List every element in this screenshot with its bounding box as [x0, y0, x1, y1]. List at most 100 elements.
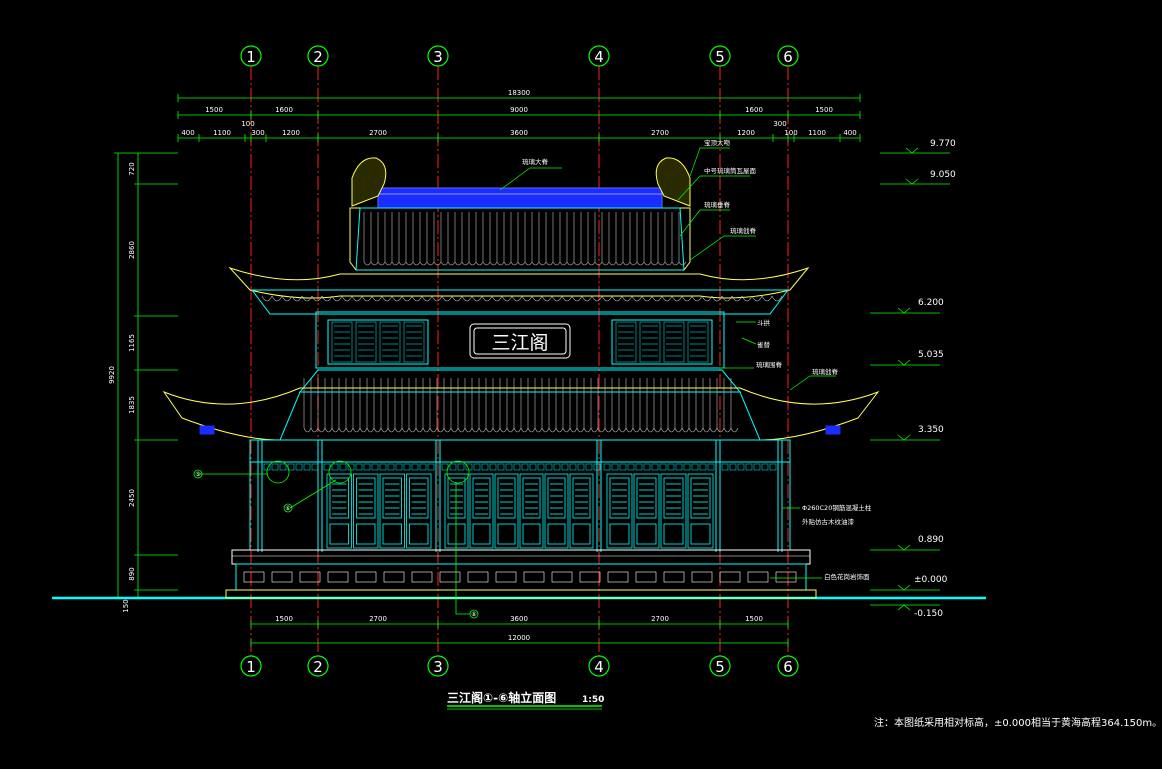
axis-bubble-bottom-4 [588, 655, 610, 677]
dim-left-2: 2860 [128, 241, 136, 259]
dim-top-r3-1: 400 [181, 129, 194, 137]
axis-label-top-4: 4 [594, 48, 604, 66]
dim-top-r3-5: 1200 [282, 129, 300, 137]
dim-top-r3-10: 300 [773, 120, 786, 128]
dim-top-r3-13: 400 [843, 129, 856, 137]
dim-top-r3-11: 100 [784, 129, 797, 137]
axis-label-bottom-3: 3 [433, 658, 443, 676]
axis-bubble-top-6 [777, 45, 799, 67]
callout-column-finish: 外贴仿古木纹油漆 [802, 517, 855, 526]
ridge-ornament-right [655, 157, 691, 207]
dim-bottom-5: 1500 [745, 615, 763, 623]
dim-top-overall: 18300 [508, 89, 530, 97]
axis-bubbles [240, 45, 799, 677]
axis-bubble-bottom-1 [240, 655, 262, 677]
name-plaque [469, 323, 571, 359]
axis-lines [250, 66, 789, 656]
dim-bottom-overall: 12000 [508, 634, 530, 642]
dim-top-r2-3: 9000 [510, 106, 528, 114]
elev-5035: 5.035 [918, 350, 944, 360]
axis-bubble-top-4 [588, 45, 610, 67]
dim-top-r3-3: 100 [241, 120, 254, 128]
axis-label-bottom-2: 2 [313, 658, 323, 676]
dim-top-r3-2: 1100 [213, 129, 231, 137]
top-dimensions [177, 94, 861, 142]
dim-top-r3-9: 1200 [737, 129, 755, 137]
upper-storey [315, 311, 725, 369]
lower-eave [162, 387, 880, 441]
axis-label-bottom-6: 6 [783, 658, 793, 676]
drawing-title-block: 三江阁①-⑥轴立面图 1:50 [447, 690, 604, 710]
elev-0000: ±0.000 [914, 575, 948, 585]
axis-bubble-bottom-3 [427, 655, 449, 677]
lower-roof [298, 369, 742, 393]
dim-left-3: 1165 [128, 334, 136, 352]
dim-top-r2-5: 1500 [815, 106, 833, 114]
axis-label-top-1: 1 [246, 48, 256, 66]
dim-top-r3-4: 300 [251, 129, 264, 137]
callout-enclosing-ridge: 琉璃围脊 [756, 360, 783, 369]
axis-bubble-top-1 [240, 45, 262, 67]
axis-bubble-top-3 [427, 45, 449, 67]
upper-roof [355, 207, 685, 271]
dim-top-r2-4: 1600 [745, 106, 763, 114]
dim-top-r2-2: 1600 [275, 106, 293, 114]
callout-leaders [499, 147, 836, 579]
upper-eave [228, 266, 810, 299]
dim-left-overall: 9920 [108, 366, 116, 384]
dim-left-4: 1835 [128, 396, 136, 414]
axis-label-top-6: 6 [783, 48, 793, 66]
callout-main-ridge: 琉璃大脊 [522, 157, 549, 166]
elev-0890: 0.890 [918, 535, 944, 545]
callout-column: Φ260C20钢筋混凝土柱 [802, 503, 872, 512]
lower-roof-tiles [303, 378, 739, 433]
axis-bubble-top-5 [709, 45, 731, 67]
elev-6200: 6.200 [918, 298, 944, 308]
axis-label-bottom-1: 1 [246, 658, 256, 676]
callout-sparrow-brace: 雀替 [757, 340, 771, 349]
dim-top-r3-12: 1100 [808, 129, 826, 137]
axis-bubble-top-2 [307, 45, 329, 67]
dim-bottom-1: 1500 [275, 615, 293, 623]
callout-granite: 白色花岗岩饰面 [824, 572, 870, 581]
dim-left-6: 890 [128, 567, 136, 580]
balustrade [231, 549, 811, 565]
callout-vertical-ridge: 琉璃垂脊 [704, 200, 731, 209]
dim-left-5: 2450 [128, 489, 136, 507]
dim-bottom-3: 3600 [510, 615, 528, 623]
callout-hip-ridge-lower: 琉璃戗脊 [812, 367, 839, 376]
callout-hip-ridge-upper: 琉璃戗脊 [730, 226, 757, 235]
elevation-markers [870, 147, 950, 611]
left-dimensions [114, 152, 178, 599]
callout-roof-tiles: 中号琉璃筒瓦屋面 [704, 166, 757, 175]
bottom-dimensions [250, 620, 789, 647]
pavilion-elevation: 三江阁 [162, 157, 880, 599]
elevation-drawing: 1 2 3 4 5 6 1 2 3 4 5 6 18300 1500 1600 [52, 45, 986, 710]
axis-bubble-bottom-5 [709, 655, 731, 677]
axis-label-top-2: 2 [313, 48, 323, 66]
axis-label-bottom-5: 5 [715, 658, 725, 676]
axis-label-top-3: 3 [433, 48, 443, 66]
detail-mark-8: ⑧ [471, 611, 476, 618]
elev-neg0150: -0.150 [914, 609, 943, 619]
drawing-scale: 1:50 [582, 695, 604, 705]
dim-top-r3-6: 2700 [369, 129, 387, 137]
drawing-title: 三江阁①-⑥轴立面图 [447, 690, 556, 705]
detail-mark-5: ⑤ [195, 471, 200, 478]
dim-left-7: 150 [122, 599, 130, 612]
detail-mark-6: ⑥ [285, 505, 290, 512]
ridge-ornament-left [351, 157, 387, 207]
axis-bubble-bottom-2 [307, 655, 329, 677]
elev-9770: 9.770 [930, 139, 956, 149]
axis-label-top-5: 5 [715, 48, 725, 66]
main-ridge [377, 187, 663, 209]
axis-label-bottom-4: 4 [594, 658, 604, 676]
upper-roof-tiles [363, 212, 687, 266]
dim-left-1: 720 [128, 162, 136, 175]
callout-bracket: 斗拱 [757, 318, 771, 327]
axis-bubble-bottom-6 [777, 655, 799, 677]
dim-bottom-2: 2700 [369, 615, 387, 623]
dim-top-r3-7: 3600 [510, 129, 528, 137]
dim-top-r2-1: 1500 [205, 106, 223, 114]
dim-top-r3-8: 2700 [651, 129, 669, 137]
